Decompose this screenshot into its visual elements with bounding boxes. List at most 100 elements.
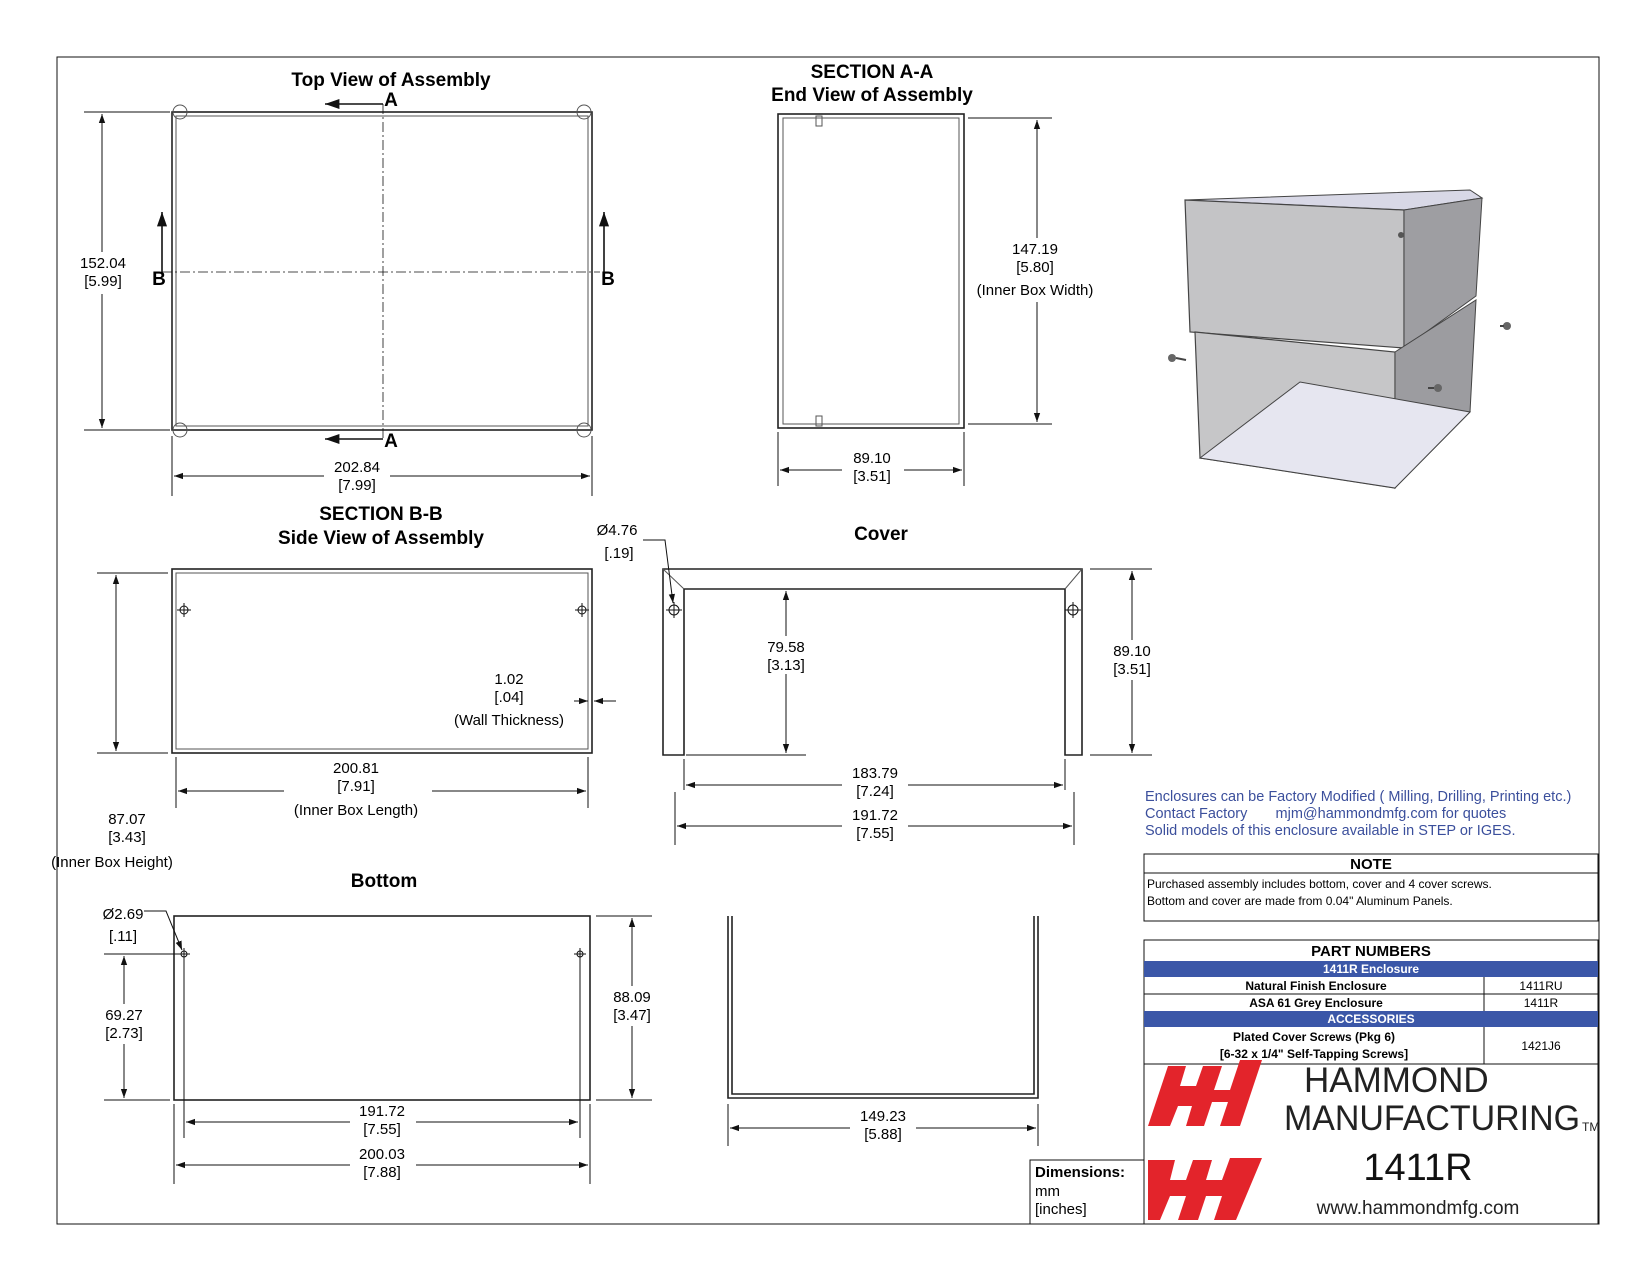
side-view-inner-wall [175, 572, 589, 750]
side-view-outline [171, 568, 593, 754]
corner-foot [576, 422, 592, 438]
screw-hole-icon [575, 603, 589, 617]
brand-name-line1: HAMMOND [1304, 1061, 1489, 1100]
model-number: 1411R [1363, 1147, 1472, 1189]
bottom-depth-in: [5.88] [864, 1126, 902, 1143]
end-width-mm: 147.19 [1012, 241, 1058, 258]
end-view-outline [777, 113, 965, 429]
part-row-3-name: Plated Cover Screws (Pkg 6) [1233, 1030, 1395, 1044]
part-row-1-number: 1411RU [1519, 979, 1562, 993]
units-box: Dimensions: mm [inches] [1029, 1159, 1145, 1225]
factory-notices: Enclosures can be Factory Modified ( Mil… [1145, 789, 1571, 839]
bottom-hole-leader [144, 910, 183, 951]
corner-foot [172, 422, 188, 438]
part-group-enclosure: 1411R Enclosure [1323, 962, 1419, 976]
wall-thickness-in: [.04] [494, 689, 523, 706]
side-length-note: (Inner Box Length) [294, 802, 418, 819]
bottom-height-in: [3.47] [613, 1007, 651, 1024]
top-width-in: [7.99] [338, 477, 376, 494]
section-a-title: SECTION A-A [811, 62, 934, 83]
bottom-hole-pos-mm: 69.27 [105, 1007, 143, 1024]
end-width-in: [5.80] [1016, 259, 1054, 276]
side-view-title: Side View of Assembly [278, 528, 484, 549]
isometric-exploded-view [1168, 189, 1511, 490]
corner-foot [172, 104, 188, 120]
end-view: SECTION A-A End View of Assembly 147.19 … [771, 62, 1104, 486]
bottom-hole-span-in: [7.55] [363, 1121, 401, 1138]
screw-hole-icon [666, 602, 682, 618]
side-length-mm: 200.81 [333, 760, 379, 777]
cover-height-mm: 89.10 [1113, 643, 1151, 660]
part-group-accessories: ACCESSORIES [1327, 1012, 1414, 1026]
side-height-in: [3.43] [108, 829, 146, 846]
note-line-2: Bottom and cover are made from 0.04" Alu… [1147, 894, 1453, 908]
hammond-logo-icon [1148, 1060, 1262, 1220]
notice-models: Solid models of this enclosure available… [1145, 823, 1515, 839]
end-depth-in: [3.51] [853, 468, 891, 485]
note-box: NOTE Purchased assembly includes bottom,… [1143, 853, 1599, 922]
cover-inner-width-mm: 183.79 [852, 765, 898, 782]
bottom-width-in: [7.88] [363, 1164, 401, 1181]
section-marker-b-left: B [152, 269, 166, 290]
end-width-note: (Inner Box Width) [977, 282, 1094, 299]
section-b-title: SECTION B-B [319, 504, 443, 525]
part-row-3-spec: [6-32 x 1/4" Self-Tapping Screws] [1220, 1047, 1408, 1061]
part-row-2-name: ASA 61 Grey Enclosure [1249, 996, 1383, 1010]
side-height-mm: 87.07 [108, 811, 146, 828]
bottom-hole-span-mm: 191.72 [359, 1103, 405, 1120]
corner-foot [576, 104, 592, 120]
bottom-width-mm: 200.03 [359, 1146, 405, 1163]
cover-profile [662, 568, 1083, 756]
brand-url: www.hammondmfg.com [1316, 1198, 1520, 1219]
top-view: Top View of Assembly A A B B 152.04 [5.9… [72, 70, 615, 496]
note-title: NOTE [1350, 856, 1392, 873]
title-block: HAMMOND MANUFACTURING TM 1411R www.hammo… [1143, 1060, 1599, 1225]
cover-height-in: [3.51] [1113, 661, 1151, 678]
part-numbers-table: PART NUMBERS 1411R Enclosure Natural Fin… [1143, 939, 1599, 1065]
end-depth-mm: 89.10 [853, 450, 891, 467]
top-view-inner-wall [175, 115, 589, 427]
screw-icon [1168, 354, 1187, 362]
bottom-u-channel [727, 916, 1039, 1099]
part-row-1-name: Natural Finish Enclosure [1245, 979, 1387, 993]
screw-hole-icon [177, 603, 191, 617]
end-view-title: End View of Assembly [771, 85, 973, 106]
cover-hole-leader [643, 539, 675, 604]
cover-part [1184, 199, 1405, 349]
screw-icon [1428, 384, 1442, 392]
sheet-border [56, 56, 1600, 1225]
bottom-view: Bottom Ø2.69 [.11] 69.27 [2.73] 88.09 [3… [94, 871, 662, 1184]
cover-width-in: [7.55] [856, 825, 894, 842]
screw-hole-icon [1065, 602, 1081, 618]
top-view-title: Top View of Assembly [291, 70, 491, 91]
screw-icon [1500, 322, 1511, 330]
cover-screw [815, 415, 823, 427]
brand-name-line2: MANUFACTURING [1284, 1099, 1580, 1138]
side-view: SECTION B-B Side View of Assembly 1.02 [… [51, 504, 616, 871]
bottom-hole-mm: Ø2.69 [103, 906, 144, 923]
end-view-inner-wall [782, 117, 960, 425]
part-numbers-title: PART NUMBERS [1311, 943, 1431, 960]
part-row-2-number: 1411R [1524, 996, 1559, 1010]
notice-contact: Contact Factory mjm@hammondmfg.com for q… [1145, 806, 1506, 822]
side-height-note: (Inner Box Height) [51, 854, 173, 871]
cover-view: Cover Ø4.76 [.19] 79.58 [3.13] 89.10 [3.… [597, 522, 1162, 845]
top-view-outline [171, 111, 593, 431]
screw-hole-icon [574, 948, 586, 960]
bottom-hole-in: [.11] [109, 928, 137, 945]
cover-inner-height-in: [3.13] [767, 657, 805, 674]
bottom-hole-pos-in: [2.73] [105, 1025, 143, 1042]
notice-modified: Enclosures can be Factory Modified ( Mil… [1145, 789, 1571, 805]
section-marker-a-top: A [384, 90, 398, 111]
section-marker-b-right: B [601, 269, 615, 290]
bottom-end-profile: 149.23 [5.88] [727, 916, 1039, 1146]
top-width-mm: 202.84 [334, 459, 380, 476]
bottom-height-mm: 88.09 [613, 989, 651, 1006]
units-inches: [inches] [1035, 1201, 1087, 1218]
bottom-outline [173, 915, 591, 1101]
note-line-1: Purchased assembly includes bottom, cove… [1147, 877, 1492, 891]
cover-inner-height-mm: 79.58 [767, 639, 805, 656]
top-height-mm: 152.04 [80, 255, 126, 272]
part-row-3-number: 1421J6 [1521, 1039, 1561, 1053]
